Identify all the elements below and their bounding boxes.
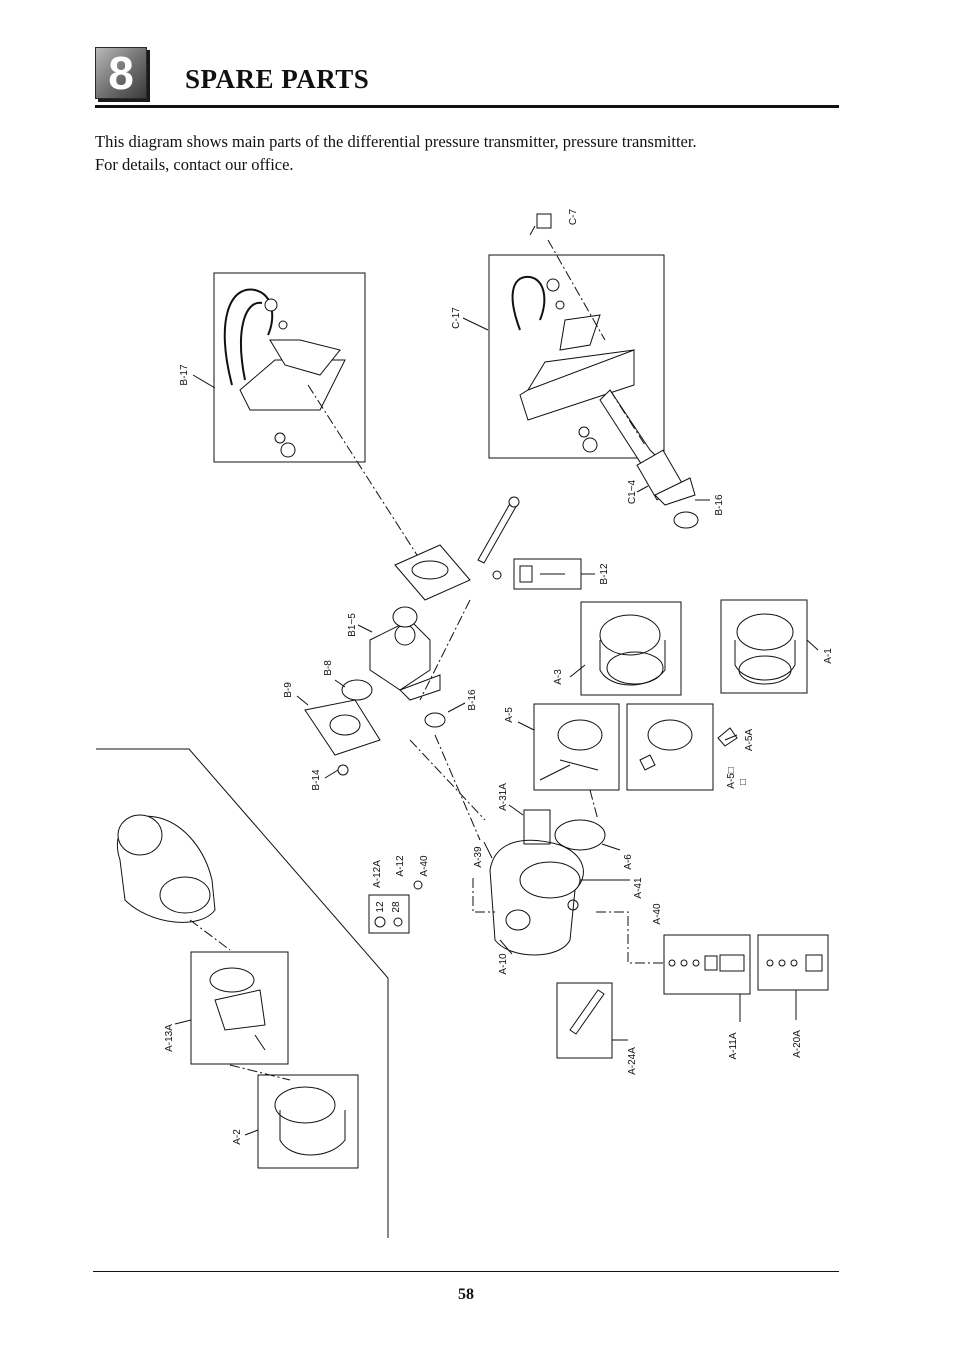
label-b17: B-17 [179, 364, 190, 386]
label-c1-4: C1~4 [627, 479, 638, 504]
label-12: 12 [375, 901, 386, 913]
chapter-number: 8 [108, 47, 134, 99]
part-box-a24a [556, 982, 613, 1059]
part-box-a1 [720, 599, 808, 694]
label-a12a: A-12A [372, 860, 383, 888]
label-c7: C-7 [568, 209, 579, 226]
part-labels: C-7 C-17 B-17 C1~4 B-16 B-12 B1~5 A-3 A-… [164, 209, 834, 1145]
label-b12: B-12 [599, 563, 610, 585]
label-a5-indicator: A-5□ [726, 767, 737, 789]
label-a40-right: A-40 [652, 903, 663, 925]
label-a5-indicator-2: □ [738, 779, 749, 785]
label-a12: A-12 [395, 855, 406, 877]
label-a6: A-6 [623, 854, 634, 870]
part-box-a12a [368, 894, 410, 934]
label-b16-mid: B-16 [467, 689, 478, 711]
chapter-number-badge: 8 [95, 47, 147, 99]
part-box-a5 [533, 703, 620, 791]
part-box-a5-indicator [626, 703, 714, 791]
label-a31a: A-31A [498, 783, 509, 811]
label-a2: A-2 [232, 1129, 243, 1145]
label-28: 28 [391, 901, 402, 913]
label-a40-left: A-40 [419, 855, 430, 877]
label-a20a: A-20A [792, 1030, 803, 1058]
label-a24a: A-24A [627, 1047, 638, 1075]
part-box-a3 [580, 601, 682, 696]
label-a11a: A-11A [728, 1032, 739, 1059]
label-a1: A-1 [823, 648, 834, 664]
label-a13a: A-13A [164, 1024, 175, 1052]
intro-text: This diagram shows main parts of the dif… [95, 130, 839, 176]
label-b9: B-9 [283, 682, 294, 698]
intro-line-2: For details, contact our office. [95, 155, 294, 174]
label-b1-5: B1~5 [347, 613, 358, 637]
part-box-a2 [257, 1074, 359, 1169]
footer-divider [93, 1271, 839, 1272]
page-number: 58 [458, 1286, 474, 1303]
label-a10: A-10 [498, 953, 509, 975]
label-a5: A-5 [504, 707, 515, 723]
page-title: SPARE PARTS [185, 64, 370, 94]
label-b14: B-14 [311, 769, 322, 791]
label-b16-top: B-16 [714, 494, 725, 516]
title-divider [95, 105, 839, 108]
part-box-a11a [663, 934, 751, 995]
label-a41: A-41 [633, 877, 644, 899]
part-box-a20a [757, 934, 829, 991]
label-b8: B-8 [323, 660, 334, 676]
part-box-a13a [190, 951, 289, 1065]
label-c17: C-17 [451, 307, 462, 329]
bracket-box-b17 [213, 272, 366, 463]
intro-line-1: This diagram shows main parts of the dif… [95, 132, 697, 151]
label-a3: A-3 [553, 669, 564, 685]
label-a39: A-39 [473, 846, 484, 868]
label-a5a: A-5A [744, 729, 755, 752]
